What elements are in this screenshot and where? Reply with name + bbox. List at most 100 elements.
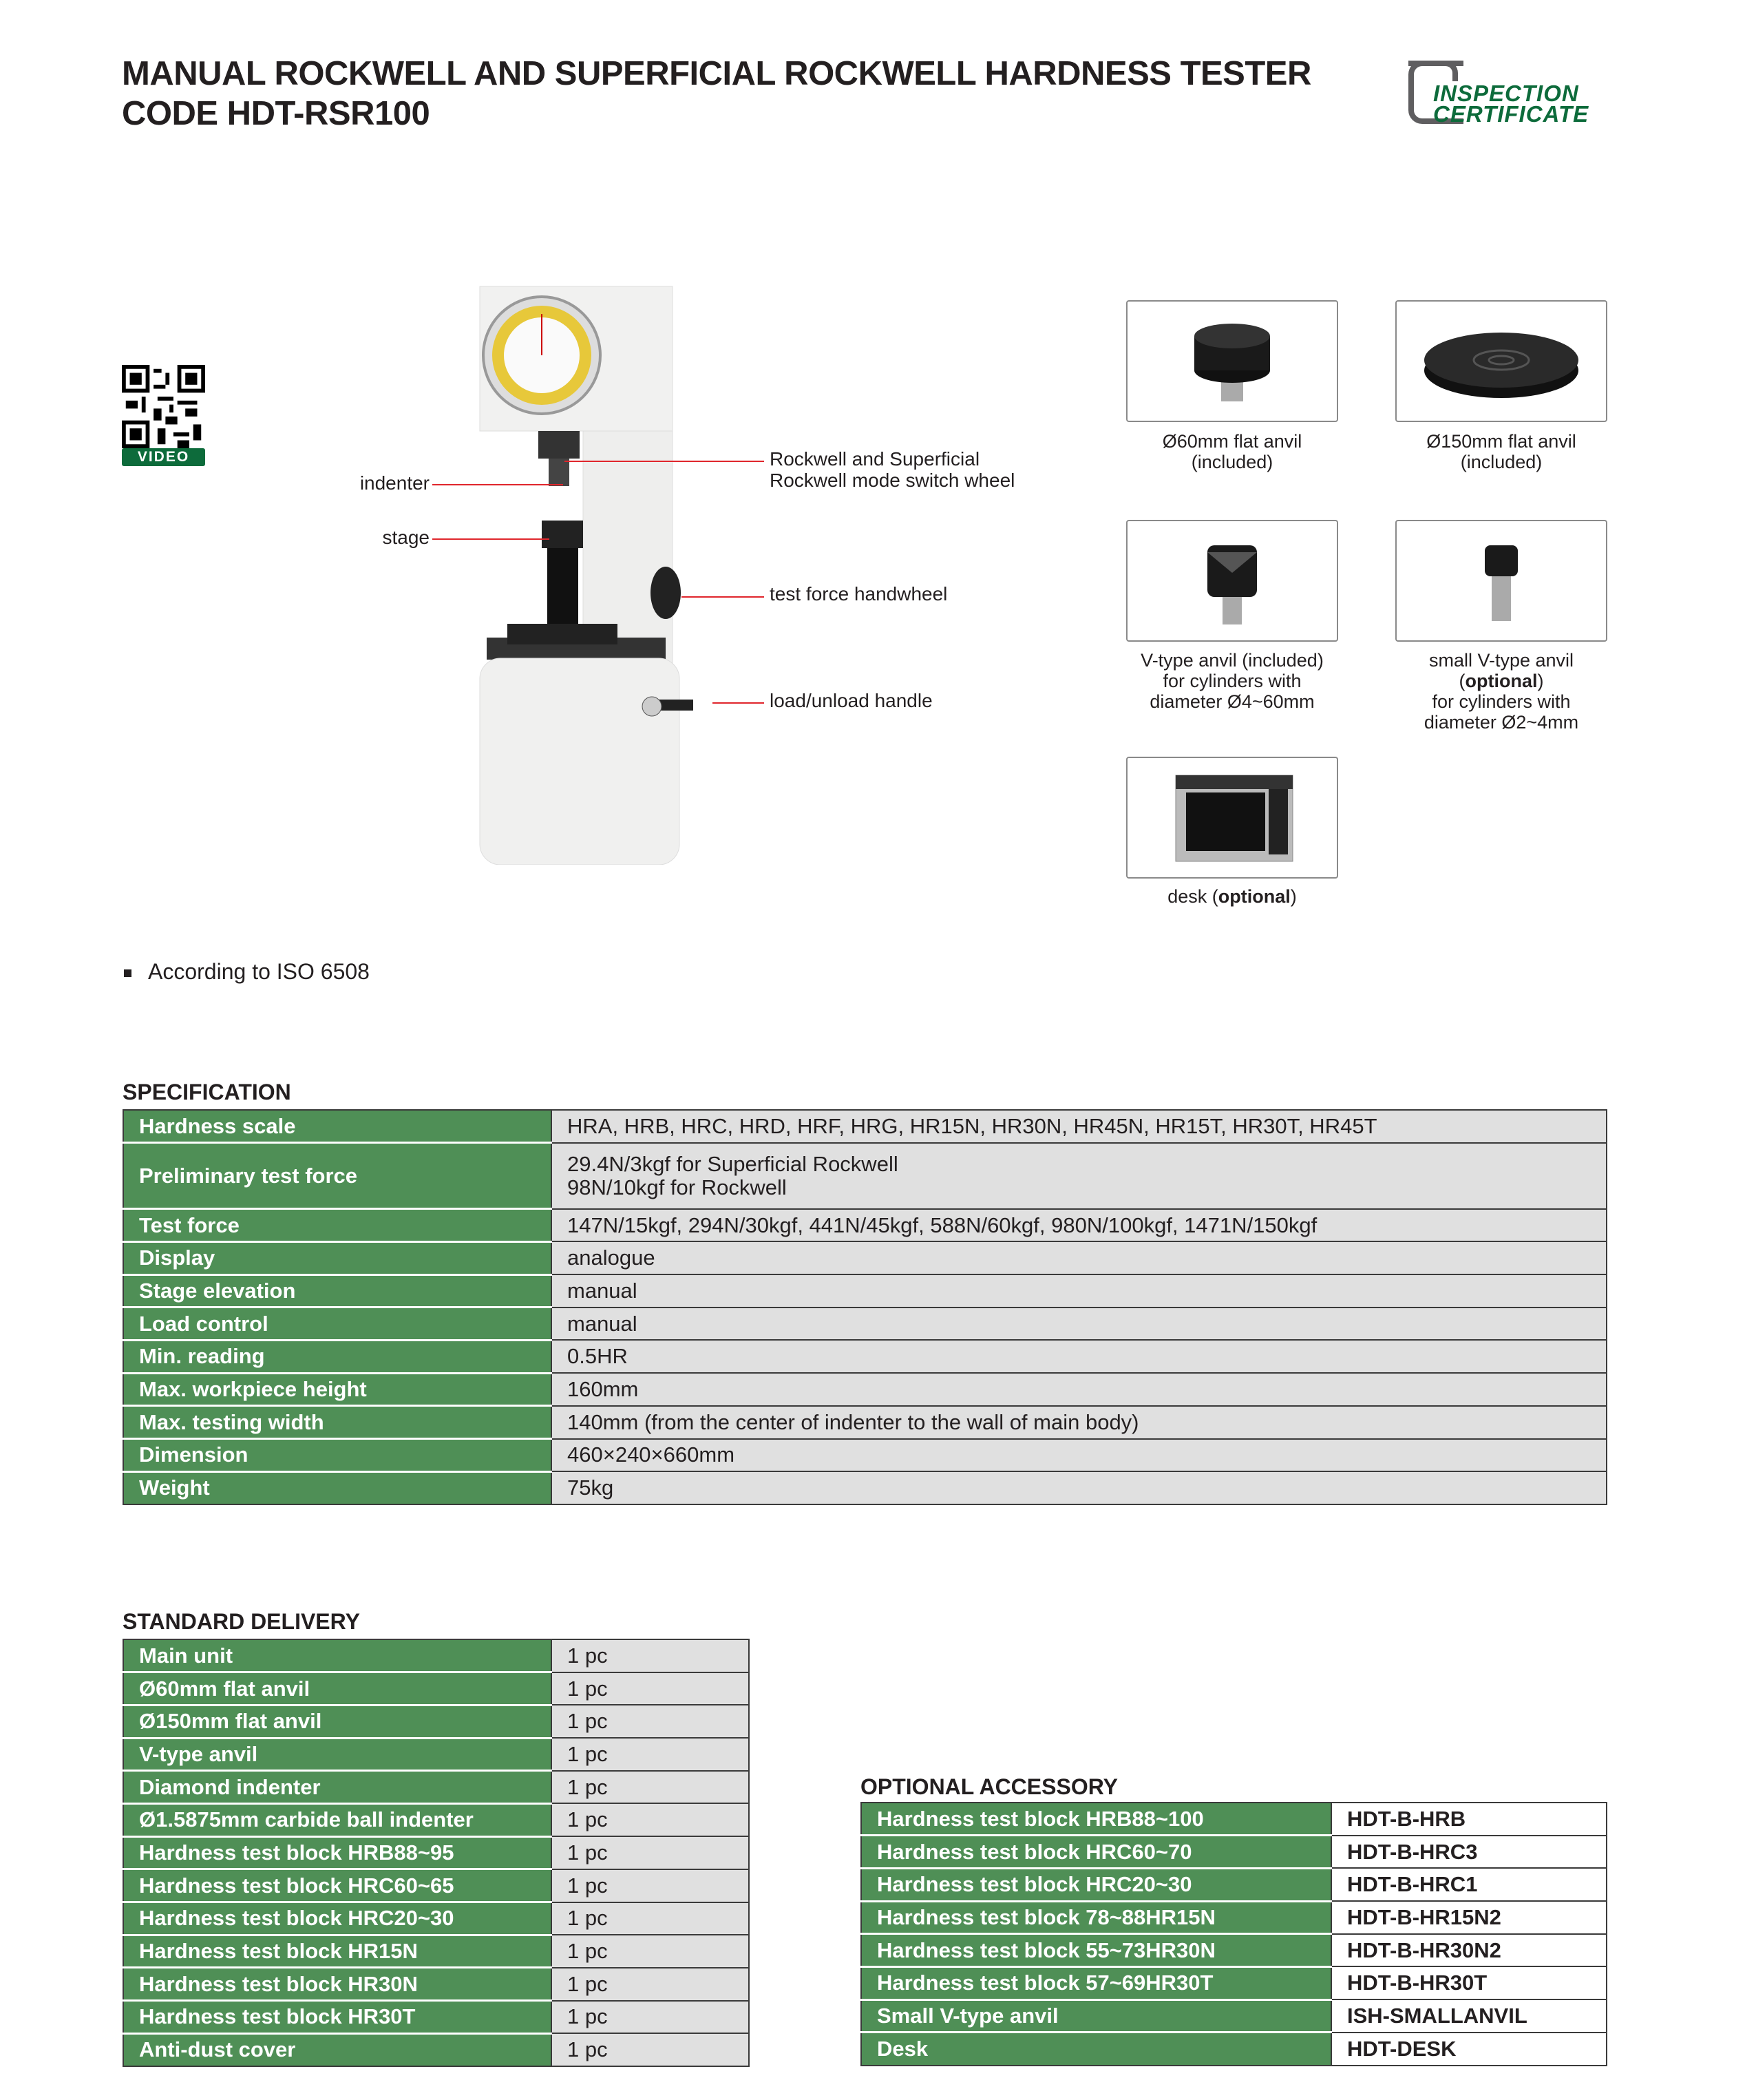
video-qr-code[interactable]: VIDEO bbox=[122, 365, 205, 466]
row-label: Weight bbox=[123, 1470, 552, 1505]
row-value: 1 pc bbox=[551, 2033, 750, 2067]
inspection-certificate-logo: INSPECTION CERTIFICATE bbox=[1408, 61, 1615, 126]
caption-line: (optional) bbox=[1459, 671, 1544, 691]
row-value: ISH-SMALLANVIL bbox=[1331, 1999, 1607, 2033]
row-label: Hardness test block HR30T bbox=[123, 1999, 552, 2035]
row-value: HDT-DESK bbox=[1331, 2031, 1607, 2066]
caption-line: for cylinders with bbox=[1163, 671, 1302, 691]
row-label: Max. workpiece height bbox=[123, 1372, 552, 1407]
row-value: manual bbox=[551, 1274, 1607, 1308]
row-value: analogue bbox=[551, 1241, 1607, 1276]
row-label: Ø1.5875mm carbide ball indenter bbox=[123, 1802, 552, 1838]
row-value: manual bbox=[551, 1306, 1607, 1341]
row-value: 1 pc bbox=[551, 1770, 750, 1805]
title-line-2: CODE HDT-RSR100 bbox=[122, 95, 430, 132]
label-indenter: indenter bbox=[359, 472, 430, 494]
row-label: Hardness scale bbox=[123, 1109, 552, 1144]
row-label: V-type anvil bbox=[123, 1736, 552, 1772]
row-value: 1 pc bbox=[551, 1737, 750, 1772]
row-label: Hardness test block HRC20~30 bbox=[860, 1867, 1332, 1902]
row-label: Hardness test block 78~88HR15N bbox=[860, 1900, 1332, 1935]
accessory-150mm-anvil bbox=[1395, 300, 1607, 422]
row-value: 160mm bbox=[551, 1372, 1607, 1407]
label-stage: stage bbox=[382, 527, 430, 548]
row-value: 147N/15kgf, 294N/30kgf, 441N/45kgf, 588N… bbox=[551, 1208, 1607, 1243]
row-label: Ø150mm flat anvil bbox=[123, 1703, 552, 1739]
small-v-anvil-image bbox=[1485, 545, 1518, 621]
accessory-caption: Ø60mm flat anvil(included) bbox=[1108, 431, 1356, 472]
row-value: HDT-B-HRC1 bbox=[1331, 1867, 1607, 1902]
row-value: 1 pc bbox=[551, 1901, 750, 1936]
caption-line: diameter Ø2~4mm bbox=[1424, 712, 1579, 733]
row-label: Test force bbox=[123, 1208, 552, 1243]
feature-item: According to ISO 6508 bbox=[148, 959, 370, 984]
caption-line: (included) bbox=[1191, 452, 1273, 472]
video-label: VIDEO bbox=[122, 448, 205, 466]
row-value: 1 pc bbox=[551, 1803, 750, 1838]
value-line: 98N/10kgf for Rockwell bbox=[567, 1175, 787, 1199]
row-value: HDT-B-HR30N2 bbox=[1331, 1933, 1607, 1968]
row-label: Main unit bbox=[123, 1639, 552, 1673]
logo-frame bbox=[1408, 61, 1458, 81]
row-value: 1 pc bbox=[551, 1639, 750, 1673]
accessory-desk bbox=[1126, 757, 1338, 879]
label-handle: load/unload handle bbox=[770, 690, 933, 711]
caption-line: diameter Ø4~60mm bbox=[1150, 691, 1315, 712]
logo-text-2: CERTIFICATE bbox=[1433, 101, 1589, 127]
qr-code-icon bbox=[122, 365, 205, 448]
row-label: Hardness test block HRB88~100 bbox=[860, 1802, 1332, 1836]
page-title: MANUAL ROCKWELL AND SUPERFICIAL ROCKWELL… bbox=[122, 54, 1311, 134]
label-switch-wheel-1: Rockwell and Superficial bbox=[770, 448, 980, 470]
pointer-line bbox=[432, 538, 549, 540]
row-value: 1 pc bbox=[551, 1671, 750, 1706]
optional-accessory-heading: OPTIONAL ACCESSORY bbox=[860, 1774, 1118, 1799]
caption-line: Ø150mm flat anvil bbox=[1426, 431, 1576, 452]
row-label: Hardness test block HR15N bbox=[123, 1933, 552, 1968]
optional-tag: optional bbox=[1465, 671, 1538, 691]
row-label: Ø60mm flat anvil bbox=[123, 1671, 552, 1706]
row-value: 75kg bbox=[551, 1471, 1607, 1505]
feature-list: According to ISO 6508 bbox=[124, 959, 370, 985]
row-value: 1 pc bbox=[551, 1966, 750, 2002]
label-handwheel: test force handwheel bbox=[770, 583, 948, 605]
hardness-tester-image bbox=[479, 286, 693, 865]
bullet-icon bbox=[124, 969, 131, 978]
row-label: Hardness test block HRB88~95 bbox=[123, 1835, 552, 1870]
pointer-line bbox=[564, 461, 764, 462]
accessory-caption: small V-type anvil(optional)for cylinder… bbox=[1377, 650, 1625, 733]
optional-tag: optional bbox=[1218, 886, 1291, 907]
caption-line: (included) bbox=[1460, 452, 1543, 472]
accessory-60mm-anvil bbox=[1126, 300, 1338, 422]
row-label: Load control bbox=[123, 1306, 552, 1341]
row-value: HDT-B-HRC3 bbox=[1331, 1834, 1607, 1869]
caption-line: Ø60mm flat anvil bbox=[1162, 431, 1302, 452]
value-line: 29.4N/3kgf for Superficial Rockwell bbox=[567, 1151, 898, 1176]
row-label: Min. reading bbox=[123, 1338, 552, 1374]
row-label: Anti-dust cover bbox=[123, 2032, 552, 2067]
row-label: Hardness test block HRC60~70 bbox=[860, 1834, 1332, 1869]
row-label: Dimension bbox=[123, 1438, 552, 1473]
accessory-small-v-anvil bbox=[1395, 520, 1607, 642]
v-anvil-image bbox=[1207, 545, 1257, 624]
title-line-1: MANUAL ROCKWELL AND SUPERFICIAL ROCKWELL… bbox=[122, 55, 1311, 92]
